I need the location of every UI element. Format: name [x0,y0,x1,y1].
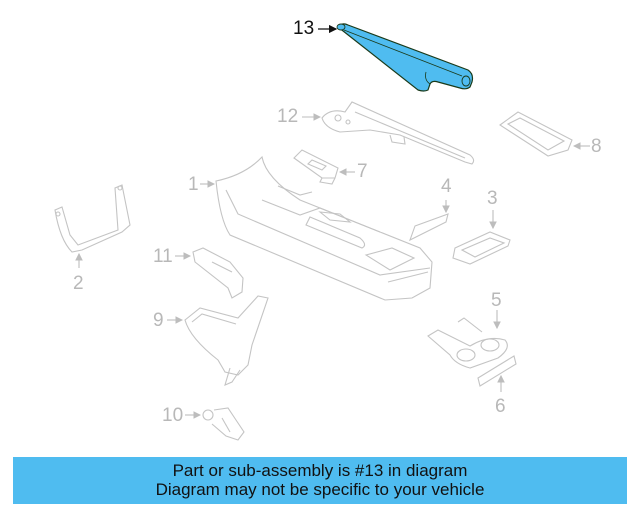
part-10-hinge [202,407,245,441]
part-13-lever-handle[interactable] [336,23,474,92]
callout-9[interactable]: 9 [153,310,164,331]
exploded-view-drawing [54,23,590,441]
part-12-brake-lever [321,101,475,165]
part-6-trim-strip [477,355,517,387]
callout-7[interactable]: 7 [357,161,368,182]
callout-12[interactable]: 12 [277,106,299,127]
part-4-trim-panel [409,213,449,242]
callout-3[interactable]: 3 [487,188,498,209]
part-1-console [215,155,433,301]
info-banner: Part or sub-assembly is #13 in diagram D… [13,457,627,504]
part-11-support-bracket [192,247,244,299]
callout-1[interactable]: 1 [188,174,199,195]
part-8-tray-mat [499,111,573,157]
part-2-bracket [54,184,131,253]
callout-4[interactable]: 4 [441,176,452,197]
part-3-insert [452,231,511,265]
part-5-cup-holder [427,317,508,369]
callout-11[interactable]: 11 [153,246,173,267]
part-9-armrest [184,295,269,386]
callout-2[interactable]: 2 [73,273,84,294]
callout-5[interactable]: 5 [491,290,502,311]
parts-diagram: 13 12 8 7 1 4 3 11 2 5 9 6 10 [54,18,602,441]
callout-6[interactable]: 6 [495,396,506,417]
callout-13[interactable]: 13 [293,18,315,39]
callout-10[interactable]: 10 [162,405,184,426]
callout-8[interactable]: 8 [591,136,602,157]
banner-disclaimer: Diagram may not be specific to your vehi… [155,480,485,499]
part-7-switch-plate [293,149,339,185]
banner-part-notice: Part or sub-assembly is #13 in diagram [172,461,468,480]
